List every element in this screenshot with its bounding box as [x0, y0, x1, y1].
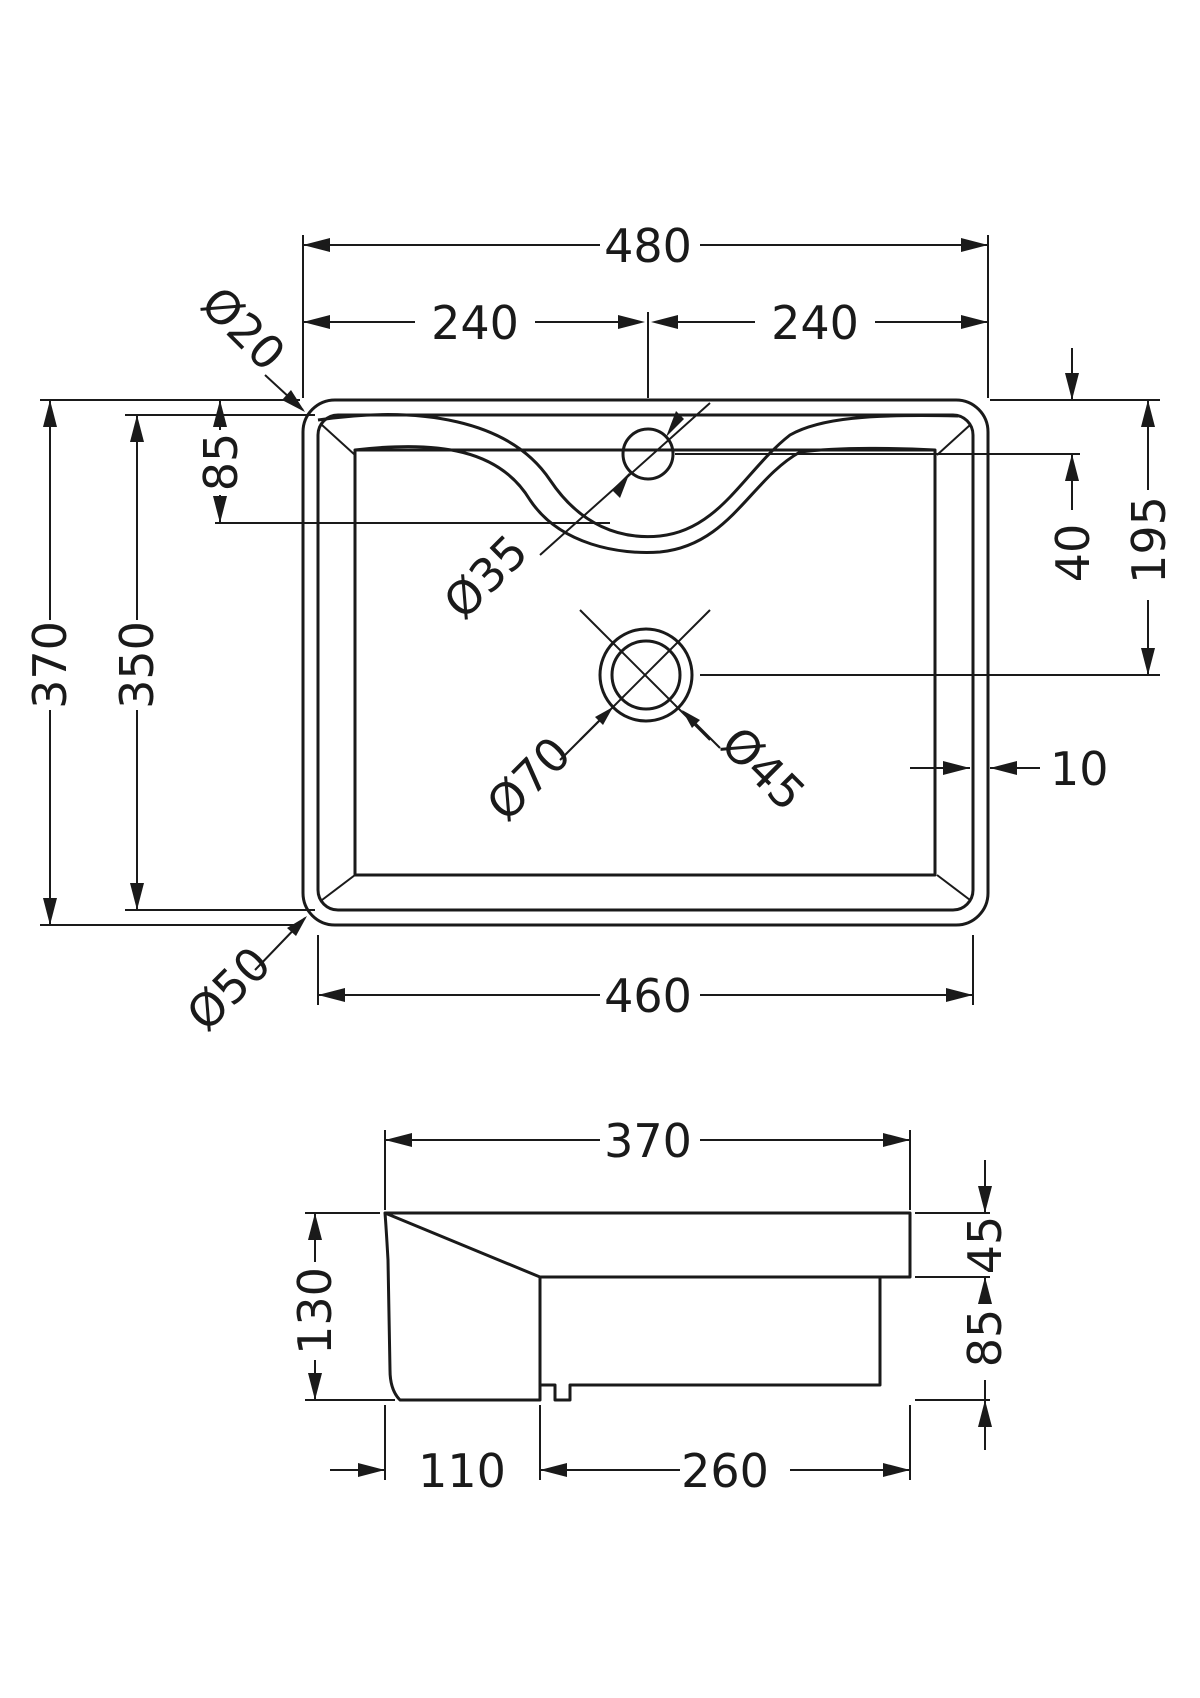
basin-bowl-floor: [353, 448, 937, 877]
dim-waste-offset: 195: [1122, 496, 1176, 584]
dim-side-height: 130: [288, 1267, 342, 1355]
dim-waste-outer: Ø70: [476, 726, 581, 831]
dim-overall-depth: 370: [23, 621, 77, 709]
waste-inner: [610, 639, 682, 711]
dim-side-back-section: 260: [681, 1444, 769, 1498]
dim-overall-width: 480: [604, 219, 692, 273]
dim-side-top-width: 370: [604, 1114, 692, 1168]
dim-inner-depth: 350: [110, 621, 164, 709]
dim-side-front-section: 110: [418, 1444, 506, 1498]
tap-ledge-outline: [317, 413, 959, 539]
dim-half-right: 240: [771, 296, 859, 350]
dim-base-width: 460: [604, 969, 692, 1023]
basin-inner-rim: [316, 413, 975, 912]
side-view: 370 130 45 85 110 260: [288, 1114, 1012, 1498]
dim-corner-radius-bottom: Ø50: [176, 936, 281, 1041]
dim-ledge-depth: 85: [194, 433, 248, 492]
plan-view: 480 240 240 Ø20 370 350: [23, 219, 1176, 1041]
dim-side-bowl-height: 85: [958, 1309, 1012, 1368]
waste-outer: [598, 627, 694, 723]
basin-outer-rim: [301, 398, 990, 927]
dim-tap-offset: 40: [1046, 524, 1100, 583]
dim-side-rim-height: 45: [958, 1216, 1012, 1275]
dim-tap-hole: Ø35: [433, 524, 538, 629]
tap-hole: [621, 427, 675, 481]
basin-side-profile: [383, 1211, 912, 1402]
dim-half-left: 240: [431, 296, 519, 350]
dim-corner-radius-top: Ø20: [191, 276, 296, 381]
dim-rim: 10: [1050, 742, 1109, 796]
dim-waste-inner: Ø45: [711, 716, 816, 821]
